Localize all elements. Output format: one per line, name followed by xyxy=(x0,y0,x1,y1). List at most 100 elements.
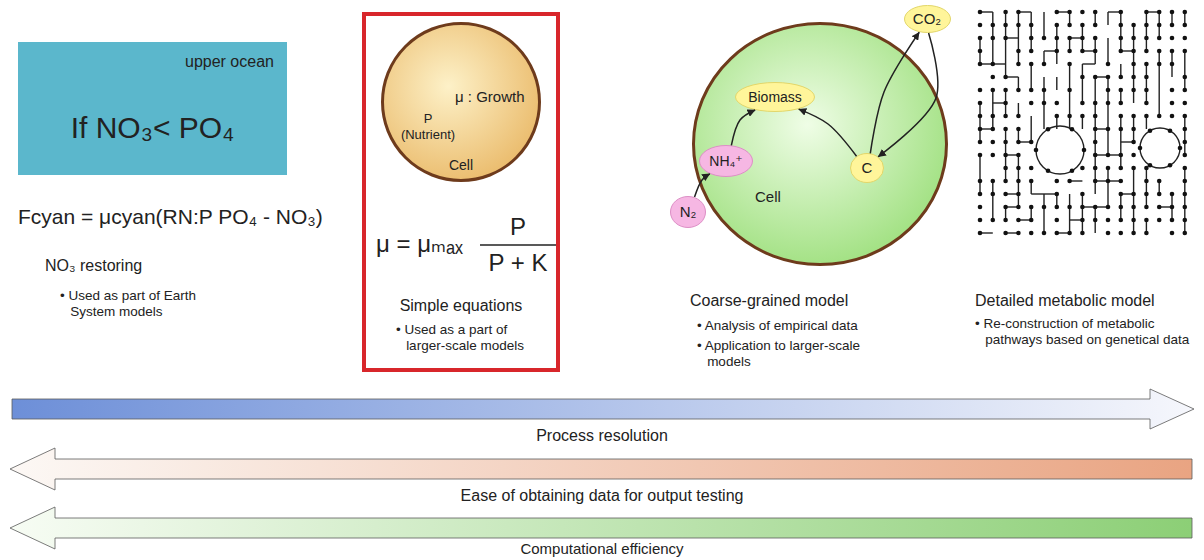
metabolite-dot xyxy=(991,36,996,41)
metabolite-dot xyxy=(1183,36,1188,41)
metabolite-dot xyxy=(991,192,996,197)
metabolite-dot xyxy=(1055,218,1060,223)
metabolite-dot xyxy=(1183,218,1188,223)
metabolite-dot xyxy=(1119,10,1124,15)
metabolite-dot xyxy=(1016,205,1021,210)
metabolite-dot xyxy=(1070,127,1075,132)
metabolite-dot xyxy=(1119,36,1124,41)
metabolite-dot xyxy=(1029,231,1034,236)
metabolite-dot xyxy=(1183,140,1188,145)
metabolite-dot xyxy=(1080,231,1085,236)
metabolite-dot xyxy=(1042,205,1047,210)
metabolite-dot xyxy=(1067,62,1072,67)
text-holder: C xyxy=(850,153,884,183)
metabolite-dot xyxy=(1093,153,1098,158)
metabolite-dot xyxy=(1093,127,1098,132)
metabolite-dot xyxy=(1131,49,1136,54)
metabolite-dot xyxy=(1106,231,1111,236)
metabolite-dot xyxy=(1067,49,1072,54)
cell-circle: BiomassNH₄⁺CCell xyxy=(692,22,948,266)
metabolite-dot xyxy=(1131,88,1136,93)
metabolite-dot xyxy=(1144,205,1149,210)
text-holder: μ : Growth xyxy=(455,88,525,106)
metabolite-dot xyxy=(1178,146,1183,151)
metabolite-dot xyxy=(991,114,996,119)
metabolite-dot xyxy=(1157,23,1162,28)
metabolite-dot xyxy=(1042,88,1047,93)
metabolite-dot xyxy=(1080,23,1085,28)
molecule-ellipse: CO₂ xyxy=(904,5,951,33)
metabolite-dot xyxy=(978,127,983,132)
metabolite-dot xyxy=(1067,205,1072,210)
metabolite-dot xyxy=(1131,192,1136,197)
metabolite-dot xyxy=(1168,128,1173,133)
metabolite-dot xyxy=(1016,231,1021,236)
metabolite-dot xyxy=(1144,179,1149,184)
text-holder: • Used as part of Earth System models xyxy=(60,288,200,320)
ellipse-shape xyxy=(851,154,884,183)
growth-label: μ : Growth xyxy=(455,88,525,106)
metabolite-dot xyxy=(1144,49,1149,54)
metabolite-dot xyxy=(1119,231,1124,236)
metabolite-dot xyxy=(1157,10,1162,15)
metabolite-dot xyxy=(1093,101,1098,106)
scale-arrow xyxy=(12,389,1194,429)
reaction-arrow xyxy=(695,174,710,197)
metabolite-dot xyxy=(978,218,983,223)
bullet-text: • Used as a part of larger-scale models xyxy=(396,322,546,354)
metabolite-dot xyxy=(991,127,996,132)
metabolite-dot xyxy=(1093,114,1098,119)
metabolite-dot xyxy=(1183,166,1188,171)
metabolite-dot xyxy=(1016,88,1021,93)
molecule-ellipse: C xyxy=(850,153,884,183)
metabolite-dot xyxy=(1003,166,1008,171)
metabolite-dot xyxy=(1131,36,1136,41)
text-holder: μ = μₘₐₓ xyxy=(376,230,463,259)
metabolite-dot xyxy=(1067,23,1072,28)
metabolite-dot xyxy=(1131,114,1136,119)
metabolite-dot xyxy=(1168,163,1173,168)
metabolite-dot xyxy=(1070,168,1075,173)
pathway-line xyxy=(1082,63,1095,64)
metabolite-dot xyxy=(1144,114,1149,119)
metabolite-dot xyxy=(1119,179,1124,184)
scale-arrow xyxy=(10,448,1192,490)
metabolite-dot xyxy=(1170,62,1175,67)
metabolite-dot xyxy=(1183,75,1188,80)
region-box: upper oceanIf NO₃< PO₄ xyxy=(18,42,287,175)
axis-label: Computational efficiency xyxy=(0,540,1204,558)
metabolite-dot xyxy=(1029,101,1034,106)
axis-label: Process resolution xyxy=(0,426,1204,445)
metabolite-dot xyxy=(1080,10,1085,15)
metabolite-dot xyxy=(1131,218,1136,223)
metabolite-dot xyxy=(1055,49,1060,54)
metabolite-dot xyxy=(1119,153,1124,158)
text-holder: Cell xyxy=(755,188,781,206)
metabolite-dot xyxy=(1148,128,1153,133)
metabolite-dot xyxy=(991,179,996,184)
text-holder: Detailed metabolic model xyxy=(975,291,1155,310)
metabolite-dot xyxy=(1016,153,1021,158)
metabolite-dot xyxy=(1055,10,1060,15)
metabolite-dot xyxy=(1183,49,1188,54)
metabolite-dot xyxy=(1093,218,1098,223)
metabolite-dot xyxy=(978,88,983,93)
metabolite-dot xyxy=(1144,36,1149,41)
metabolite-dot xyxy=(1144,62,1149,67)
metabolite-dot xyxy=(978,153,983,158)
metabolite-dot xyxy=(978,231,983,236)
metabolite-dot xyxy=(1093,140,1098,145)
cell-label: Cell xyxy=(755,188,781,206)
metabolite-dot xyxy=(1106,127,1111,132)
metabolite-dot xyxy=(1016,23,1021,28)
metabolite-dot xyxy=(1170,231,1175,236)
pathway-line xyxy=(1030,116,1031,129)
metabolite-dot xyxy=(1148,163,1153,168)
panel-title: Simple equations xyxy=(362,296,560,315)
metabolite-dot xyxy=(1016,179,1021,184)
molecule-label: CO₂ xyxy=(913,10,941,28)
metabolite-dot xyxy=(1144,23,1149,28)
condition-text: If NO₃< PO₄ xyxy=(18,110,287,146)
metabolite-dot xyxy=(1170,88,1175,93)
metabolite-dot xyxy=(978,192,983,197)
